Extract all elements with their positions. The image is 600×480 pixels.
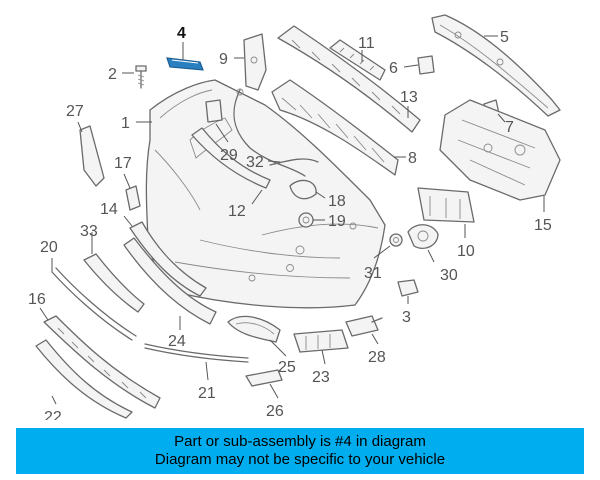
callout-24: 24 (168, 333, 186, 350)
part-31-ring (389, 233, 403, 247)
part-25-fog-cover (227, 315, 281, 343)
part-4-bracket-highlighted (166, 57, 204, 71)
part-21-chrome-strip (144, 343, 249, 363)
part-10-sensor-bracket (417, 187, 475, 223)
part-27-side-bracket (79, 125, 105, 187)
callout-21: 21 (198, 385, 216, 402)
part-9-side-bracket (243, 33, 267, 91)
callout-12: 12 (228, 203, 246, 220)
callout-8: 8 (408, 150, 417, 167)
callout-28: 28 (368, 349, 386, 366)
part-24-grille (123, 237, 217, 325)
part-15-side-mount (439, 99, 561, 201)
part-26-small-cover (245, 369, 283, 387)
part-29-clip (205, 99, 223, 123)
part-8-absorber (271, 79, 399, 176)
callout-19: 19 (328, 213, 346, 230)
callout-7: 7 (505, 119, 514, 136)
callout-4-highlighted: 4 (177, 25, 186, 42)
banner-line-disclaimer: Diagram may not be specific to your vehi… (154, 451, 446, 468)
part-11-upper-support (329, 39, 386, 81)
callout-9: 9 (219, 51, 228, 68)
part-17-small-bracket (125, 185, 141, 211)
callout-6: 6 (389, 60, 398, 77)
part-14-grille-frame (129, 221, 207, 297)
leader-lines (39, 35, 545, 405)
callout-10: 10 (457, 243, 475, 260)
callout-2: 2 (108, 66, 117, 83)
callout-labels: 1 2 3 4 5 6 7 8 9 10 11 12 13 14 15 16 1… (28, 25, 552, 420)
part-12-lower-molding (191, 127, 271, 189)
callout-20: 20 (40, 239, 58, 256)
callout-16: 16 (28, 291, 46, 308)
callout-14: 14 (100, 201, 118, 218)
callout-30: 30 (440, 267, 458, 284)
callout-11: 11 (358, 35, 375, 52)
callout-27: 27 (66, 103, 84, 120)
callout-25: 25 (278, 359, 296, 376)
part-3-clip (397, 279, 419, 297)
part-13-reinforcement (277, 25, 421, 133)
info-banner: Part or sub-assembly is #4 in diagram Di… (16, 428, 584, 474)
part-22-lower-molding (35, 339, 133, 419)
callout-18: 18 (328, 193, 346, 210)
callout-5: 5 (500, 29, 509, 46)
callout-31: 31 (364, 265, 382, 282)
callout-15: 15 (534, 217, 552, 234)
part-30-sensor-housing (407, 224, 439, 249)
part-28-sensor (345, 315, 383, 337)
part-5-impact-bar (431, 14, 561, 117)
callout-26: 26 (266, 403, 284, 420)
part-19-sensor-ring (298, 212, 314, 228)
banner-line-part-number: Part or sub-assembly is #4 in diagram (174, 433, 426, 450)
part-6-bracket (417, 55, 435, 75)
part-16-lower-spoiler (43, 315, 161, 409)
callout-33: 33 (80, 223, 98, 240)
callout-23: 23 (312, 369, 330, 386)
callout-13: 13 (400, 89, 418, 106)
part-2-screw (135, 65, 147, 89)
callout-22: 22 (44, 409, 62, 420)
callout-32: 32 (246, 154, 264, 171)
callout-1: 1 (121, 115, 130, 132)
part-23-bracket (293, 329, 349, 353)
callout-29: 29 (220, 147, 238, 164)
part-33-bracket (83, 253, 145, 313)
callout-17: 17 (114, 155, 132, 172)
part-18-sensor (289, 179, 317, 200)
bumper-exploded-diagram: 1 2 3 4 5 6 7 8 9 10 11 12 13 14 15 16 1… (28, 14, 561, 420)
part-32-wire (269, 158, 319, 166)
part-29-harness (233, 88, 306, 177)
callout-3: 3 (402, 309, 411, 326)
part-20-trim-strip (51, 267, 137, 341)
